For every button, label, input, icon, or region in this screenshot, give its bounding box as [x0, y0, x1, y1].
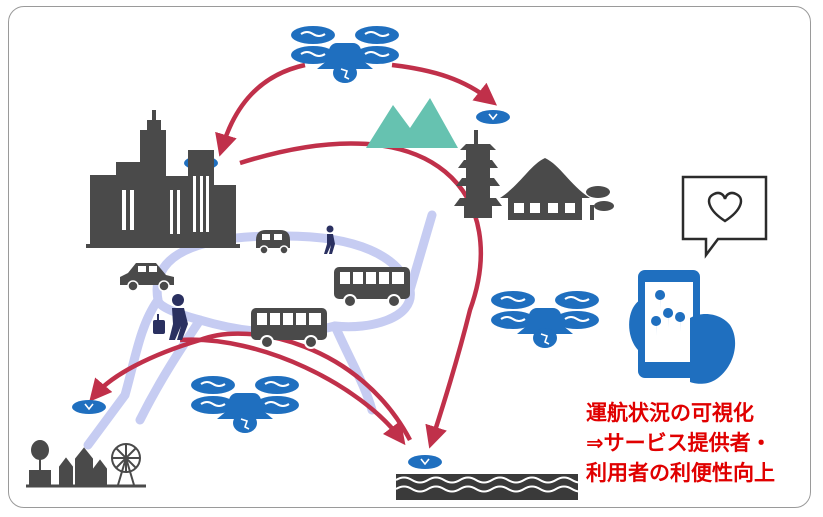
caption-line-1: 運航状況の可視化 — [586, 401, 754, 425]
bus-icon — [333, 266, 411, 308]
route-to-city — [215, 62, 306, 157]
landing-pad-icon — [71, 399, 107, 415]
amusement-park-icon — [26, 440, 146, 488]
caption-line-2: ⇒サービス提供者・ — [586, 431, 772, 455]
mountain-icon — [366, 98, 458, 148]
car-icon — [256, 230, 290, 255]
route-to-mountain — [391, 62, 498, 106]
waves-icon — [395, 474, 589, 500]
traveler-with-luggage-icon — [153, 294, 188, 340]
car-icon — [120, 263, 174, 292]
route-to-harbor-2 — [179, 337, 406, 446]
landing-pad-icon — [475, 109, 511, 125]
landing-pad-icon — [407, 454, 443, 470]
drone-icon — [490, 290, 600, 349]
flight-routes — [89, 62, 498, 449]
route-city-to-harbor — [239, 141, 484, 449]
city-buildings-icon — [86, 110, 240, 248]
smartphone-map-icon — [629, 270, 736, 384]
route-to-amusement-park — [89, 331, 412, 442]
drone-icon — [290, 25, 400, 84]
road-network — [83, 210, 437, 450]
diagram-frame — [8, 6, 811, 508]
caption-line-3: 利用者の利便性向上 — [586, 461, 775, 485]
pagoda-temple-icon — [454, 130, 614, 220]
heart-speech-bubble-icon — [681, 175, 768, 259]
benefit-caption: 運航状況の可視化 ⇒サービス提供者・ 利用者の利便性向上 — [586, 398, 816, 488]
pedestrian-icon — [324, 225, 335, 254]
drone-icon — [190, 375, 300, 434]
